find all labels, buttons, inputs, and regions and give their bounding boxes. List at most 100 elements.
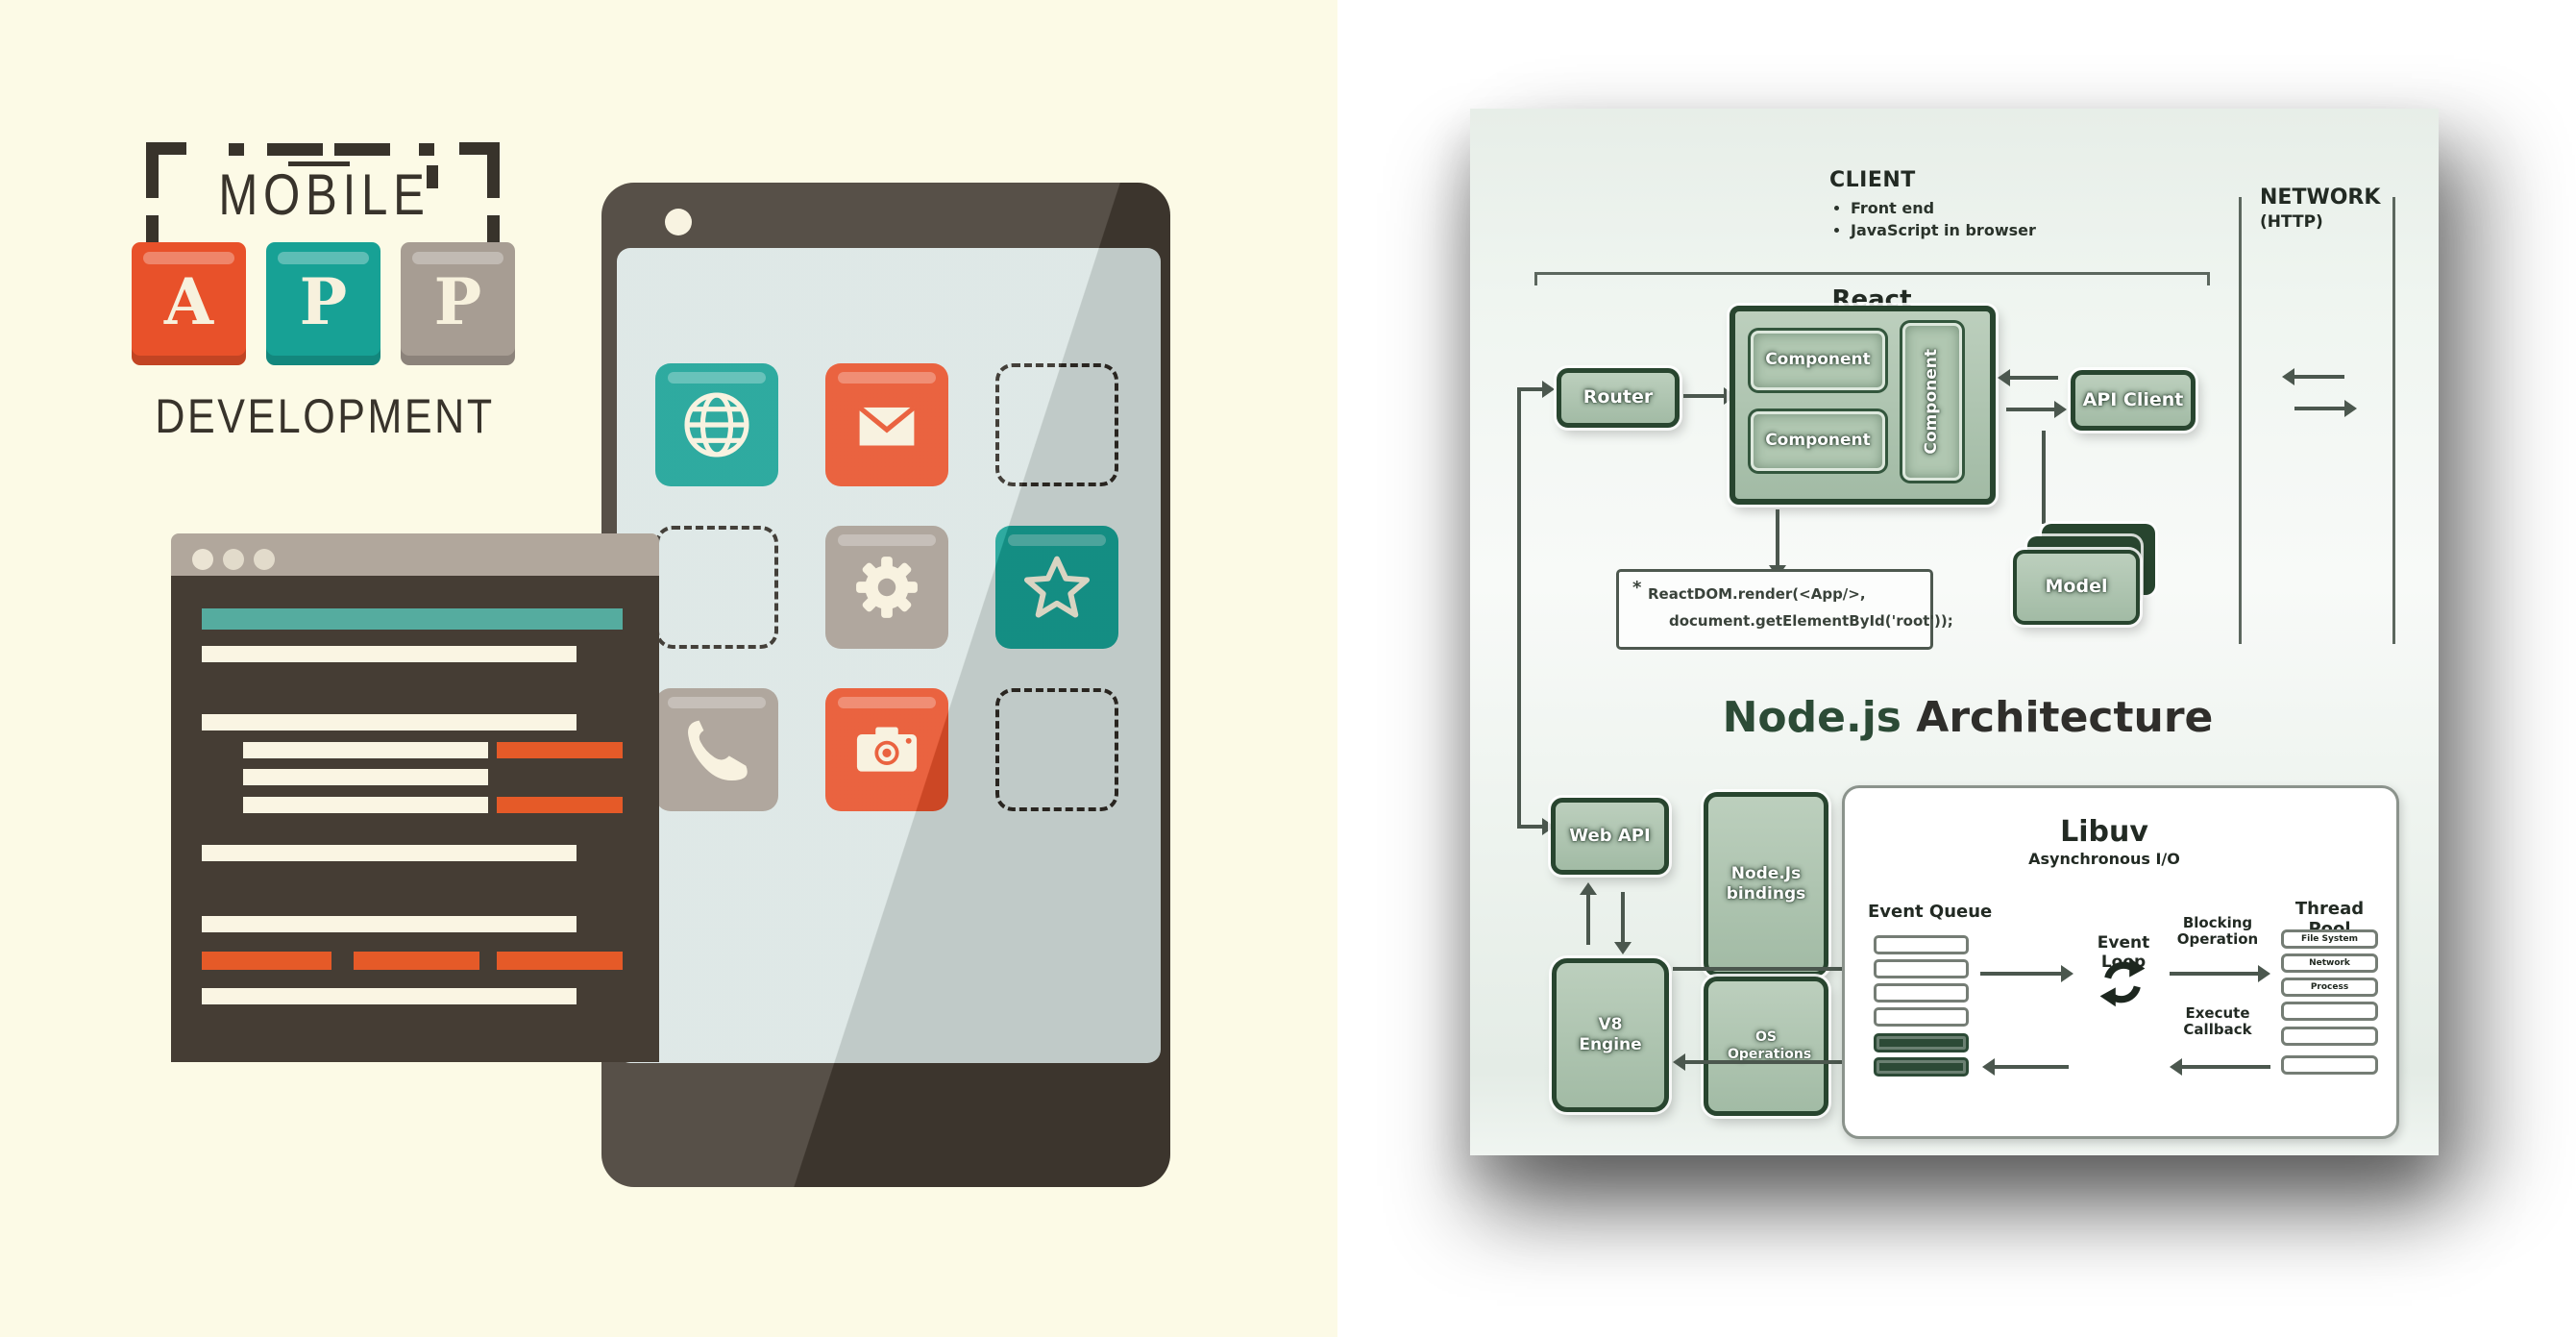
mail-icon [825,363,948,486]
frame-dash [229,143,244,156]
frame-dash [288,161,350,166]
camera-icon [825,688,948,811]
component-label: Component [1765,350,1871,370]
code-line [202,988,577,1004]
code-window-body [171,576,659,1062]
arrow-eventloop-to-threadpool [2170,965,2270,982]
title-development: DEVELOPMENT [155,389,495,443]
app-letter-square-p2: P [401,242,515,365]
component-label: Component [1922,349,1942,455]
frame-dash [334,143,390,156]
event-queue-label: Event Queue [1868,902,1993,922]
blocking-operation-label: Blocking Operation [2176,914,2259,949]
globe-icon [655,363,778,486]
component-label: Component [1765,431,1871,451]
nodejs-bindings-label: Node.Js bindings [1726,863,1806,904]
reactdom-code-box: * ReactDOM.render(<App/>, document.getEl… [1616,569,1953,650]
event-queue-row-active [1874,1057,1969,1077]
client-bullets: Front end JavaScript in browser [1833,197,2036,241]
event-loop-refresh-icon [2097,956,2148,1008]
square-highlight [278,252,369,264]
client-bullet: JavaScript in browser [1851,219,2036,241]
tile-highlight [838,372,936,384]
frame-corner-right-icon [459,142,500,198]
model-stack: Model [2013,524,2162,630]
code-line [202,714,577,730]
letter-p: P [433,264,482,339]
arrow-eventloop-to-queue [1982,1058,2069,1076]
react-container: Component Component Component [1730,306,1996,505]
window-dot-icon [254,549,275,570]
component-box: Component [1751,411,1885,471]
arrow-apiclient-to-react [1998,369,2058,386]
architecture-diagram-card: CLIENT Front end JavaScript in browser R… [1470,109,2439,1155]
section-title-rest: Architecture [1901,693,2214,742]
client-heading: CLIENT [1829,168,1916,192]
thread-pool-row [2281,1055,2378,1075]
code-line [243,769,488,785]
empty-app-placeholder [655,526,778,649]
router-label: Router [1582,386,1654,409]
web-api-label: Web API [1569,825,1651,846]
os-operations-box: OS Operations [1704,977,1828,1116]
arrow-react-to-code [1769,509,1786,578]
v8-engine-label: V8 Engine [1579,1014,1642,1054]
code-window-titlebar [171,533,659,576]
arrow-network-left [2282,368,2344,385]
os-operations-label: OS Operations [1728,1029,1812,1062]
arrow-queue-to-eventloop [1980,965,2073,982]
letter-p: P [299,264,348,339]
execute-callback-label: Execute Callback [2183,1004,2252,1039]
code-line-teal [202,608,623,630]
arrow-into-webapi [1517,818,1555,835]
model-card-front: Model [2013,550,2140,625]
section-title: Node.js Architecture [1631,693,2304,742]
code-line-orange [497,797,623,813]
arrow-into-router [1517,381,1555,398]
libuv-subtitle: Asynchronous I/O [2028,850,2180,868]
libuv-panel: Libuv Asynchronous I/O Event Queue Event… [1842,785,2399,1139]
phone-handset-icon [655,688,778,811]
arrow-network-right [2294,400,2357,417]
event-queue-row [1874,935,1969,954]
api-client-box: API Client [2071,370,2196,431]
router-box: Router [1557,368,1680,428]
window-dot-icon [223,549,244,570]
arrow-eventqueue-to-v8 [1673,1053,1842,1071]
arrow-react-to-apiclient [2006,401,2067,418]
empty-app-placeholder [995,688,1118,811]
component-box-vertical: Component [1902,323,1962,481]
tile-highlight [838,534,936,546]
app-letter-square-a: A [132,242,246,365]
code-line-orange [354,952,479,970]
thread-pool-row [2281,1002,2378,1021]
thread-pool-row: Network [2281,953,2378,973]
arrow-router-to-react [1683,387,1736,405]
code-line [202,845,577,861]
arrow-v8-to-webapi [1580,882,1597,945]
code-line [202,646,577,662]
tile-highlight [668,372,766,384]
component-box: Component [1751,331,1885,390]
code-marker: * [1632,578,1642,598]
api-client-label: API Client [2082,388,2184,410]
code-line-orange [497,952,623,970]
event-queue-row-active [1874,1033,1969,1052]
tile-highlight [838,697,936,708]
thread-pool-row: File System [2281,929,2378,949]
thread-pool-row: Process [2281,978,2378,997]
square-highlight [143,252,234,264]
gear-icon [825,526,948,649]
empty-app-placeholder [995,363,1118,486]
tile-highlight [1008,534,1106,546]
network-lane-line [2239,197,2242,644]
nodejs-bindings-box: Node.Js bindings [1704,792,1828,977]
frame-dash [419,143,434,156]
frame-tick [427,165,438,188]
app-letter-square-p1: P [266,242,380,365]
frame-corner-left-icon [146,142,186,198]
libuv-title: Libuv [2060,815,2148,849]
v8-engine-box: V8 Engine [1552,958,1669,1112]
code-line-orange [497,742,623,758]
code-line [243,797,488,813]
